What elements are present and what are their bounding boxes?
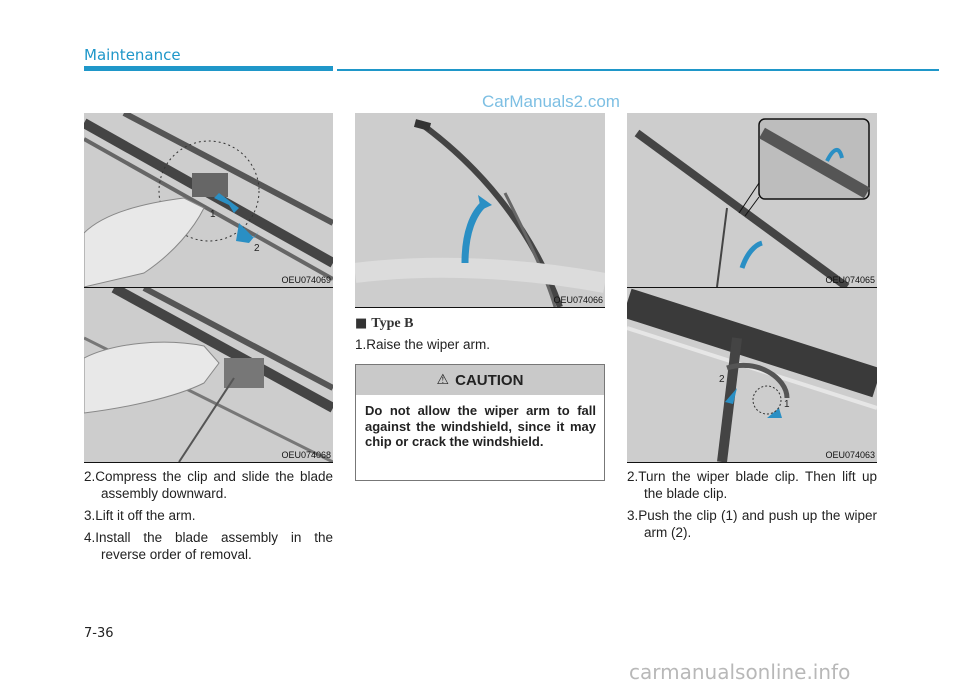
- figure-compress-clip-illustration: [84, 113, 333, 287]
- page-number: 7-36: [84, 626, 114, 641]
- header-rule-thin: [337, 69, 939, 71]
- callout-1: 1: [210, 209, 216, 220]
- figure-slide-blade: OEU074068: [84, 288, 333, 462]
- figure-divider: [627, 287, 877, 288]
- figure-code: OEU074069: [281, 275, 331, 285]
- right-column-text: 2.Turn the wiper blade clip. Then lift u…: [627, 468, 877, 546]
- step-list: 2.Compress the clip and slide the blade …: [84, 468, 333, 563]
- figure-code: OEU074066: [553, 295, 603, 305]
- caution-body: Do not allow the wiper arm to fall again…: [365, 403, 596, 449]
- figure-compress-clip: 1 2 OEU074069: [84, 113, 333, 287]
- caution-title: CAUTION: [455, 371, 524, 389]
- step-item: 2.Turn the wiper blade clip. Then lift u…: [627, 469, 877, 501]
- type-b-heading: ■Type B: [355, 316, 413, 332]
- caution-box: ⚠ CAUTION Do not allow the wiper arm to …: [355, 364, 605, 481]
- type-b-label: Type B: [371, 316, 414, 331]
- figure-divider: [355, 307, 605, 308]
- figure-divider: [84, 462, 333, 463]
- step-item: 3.Lift it off the arm.: [84, 508, 196, 523]
- figure-turn-clip-illustration: [627, 113, 877, 287]
- step-list: 2.Turn the wiper blade clip. Then lift u…: [627, 468, 877, 541]
- callout-2: 2: [254, 243, 260, 254]
- figure-code: OEU074065: [825, 275, 875, 285]
- figure-code: OEU074063: [825, 450, 875, 460]
- figure-turn-clip: OEU074065: [627, 113, 877, 287]
- figure-slide-blade-illustration: [84, 288, 333, 462]
- figure-code: OEU074068: [281, 450, 331, 460]
- figure-raise-arm-illustration: [355, 113, 605, 307]
- callout-1: 1: [784, 399, 790, 410]
- figure-push-clip-illustration: [627, 288, 877, 462]
- left-column-text: 2.Compress the clip and slide the blade …: [84, 468, 333, 568]
- middle-column-text: 1.Raise the wiper arm.: [355, 336, 605, 359]
- figure-raise-arm: OEU074066: [355, 113, 605, 307]
- figure-divider: [627, 462, 877, 463]
- section-title: Maintenance: [84, 46, 181, 64]
- square-bullet-icon: ■: [355, 316, 368, 331]
- step-item: 2.Compress the clip and slide the blade …: [84, 469, 333, 501]
- step-item: 4.Install the blade assembly in the reve…: [84, 530, 333, 562]
- callout-2: 2: [719, 374, 725, 385]
- step-item: 1.Raise the wiper arm.: [355, 337, 491, 352]
- header-rule-thick: [84, 66, 333, 71]
- watermark-bottom: carmanualsonline.info: [629, 660, 851, 684]
- watermark-top: CarManuals2.com: [482, 92, 620, 111]
- step-item: 3.Push the clip (1) and push up the wipe…: [627, 508, 877, 540]
- figure-push-clip: 2 1 OEU074063: [627, 288, 877, 462]
- caution-header: ⚠ CAUTION: [356, 365, 604, 395]
- warning-triangle-icon: ⚠: [436, 372, 450, 388]
- figure-divider: [84, 287, 333, 288]
